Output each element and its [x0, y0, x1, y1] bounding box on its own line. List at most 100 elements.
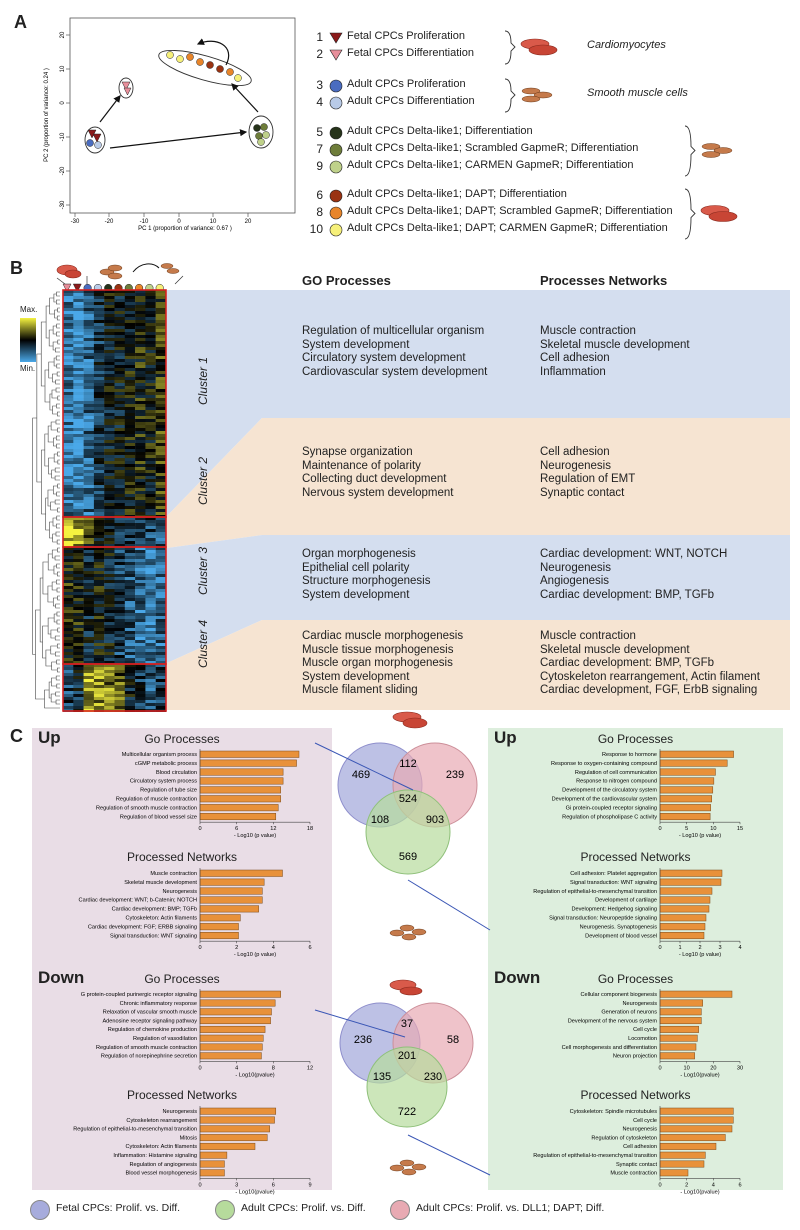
bar-label: Muscle contraction — [150, 871, 197, 877]
legend-number: 8 — [316, 205, 323, 219]
network-term: Cardiac development, FGF, ErbB signaling — [540, 684, 758, 697]
go-term: Collecting duct development — [302, 473, 447, 486]
venn-up-ac: 108 — [371, 814, 389, 826]
venn-up-a-only: 469 — [352, 769, 370, 781]
bar-label: Mitosis — [180, 1135, 198, 1141]
bar — [199, 1142, 256, 1150]
direction-label: Down — [494, 968, 541, 987]
bar — [199, 1134, 268, 1142]
tick-label: 12 — [307, 1065, 313, 1071]
tick-label: 4 — [235, 1065, 238, 1071]
venn-down-bc: 230 — [424, 1071, 442, 1083]
bar-label: Cell cycle — [633, 1027, 657, 1033]
pca-y-tick-label: -20 — [60, 166, 66, 175]
venn-up-bc: 903 — [426, 814, 444, 826]
go-term: Muscle filament sliding — [302, 684, 418, 697]
bar-label: Regulation of smooth muscle contraction — [96, 1045, 197, 1051]
cluster-3-band — [167, 535, 790, 663]
bar — [659, 896, 711, 904]
network-term: Synaptic contact — [540, 486, 625, 499]
go-term: Cardiovascular system development — [302, 365, 488, 378]
bar-label: G protein-coupled purinergic receptor si… — [81, 992, 197, 998]
venn-up: 469 112 239 524 108 903 569 — [337, 711, 478, 941]
bar-label: Regulation of muscle contraction — [116, 797, 197, 803]
bar — [659, 914, 707, 922]
pca-points — [86, 51, 270, 149]
pca-point-1b — [92, 133, 102, 143]
legend-cell-type: Cardiomyocytes — [587, 39, 666, 51]
bar-label: Cardiac development: BMP; TGFb — [112, 907, 197, 913]
go-term: Epithelial cell polarity — [302, 561, 410, 574]
bar — [659, 869, 723, 877]
go-term: Circulatory system development — [302, 352, 466, 365]
legend-number: 4 — [316, 95, 323, 109]
tick-label: 6 — [738, 1182, 741, 1188]
legend-marker-circle — [329, 223, 343, 237]
tick-label: 0 — [658, 1182, 661, 1188]
tick-label: 8 — [272, 1065, 275, 1071]
bar — [199, 786, 281, 794]
tick-label: 5 — [685, 826, 688, 832]
bar-label: Inflammation: Histamine signaling — [113, 1153, 197, 1159]
bar — [659, 1034, 698, 1042]
bar-label: Response to hormone — [602, 752, 657, 758]
network-term: Muscle contraction — [540, 630, 636, 642]
bar — [199, 869, 283, 877]
heatmap-column-marker — [62, 283, 72, 293]
legend-swatch — [390, 1200, 410, 1220]
legend-label: Fetal CPCs: Prolif. vs. Diff. — [56, 1202, 181, 1214]
cluster-name: Cluster 3 — [196, 546, 210, 595]
venn-up-c-only: 569 — [399, 851, 417, 863]
pca-arrow-carmen — [196, 38, 230, 66]
bar-label: Development of the nervous system — [568, 1018, 658, 1024]
legend-marker-triangle — [329, 32, 343, 44]
tick-label: 6 — [308, 945, 311, 951]
pca-x-tick-label: 10 — [210, 219, 217, 225]
venn-down-adult — [366, 1046, 448, 1128]
venn-up-ab: 112 — [399, 758, 417, 770]
bar — [659, 1151, 706, 1159]
legend-number: 3 — [316, 78, 323, 92]
bar — [659, 1043, 697, 1051]
legend-swatch — [215, 1200, 235, 1220]
bar-label: Regulation of chemokine production — [108, 1027, 197, 1033]
bar-label: Regulation of angiogenesis — [130, 1162, 198, 1168]
bar — [199, 990, 281, 998]
tick-label: 4 — [272, 945, 275, 951]
pca-ellipse-fetal-diff — [118, 77, 134, 99]
bar — [659, 1125, 733, 1133]
bar — [199, 1169, 225, 1177]
bar-label: Cytoskeleton: Actin filaments — [125, 916, 197, 922]
bar — [199, 896, 263, 904]
legend-label: Adult CPCs Delta-like1; Differentiation — [347, 125, 533, 137]
bar — [199, 1052, 262, 1060]
cluster-2-band — [167, 418, 790, 548]
go-term: Structure morphogenesis — [302, 575, 431, 588]
bar — [199, 1160, 225, 1168]
legend-bracket — [685, 188, 738, 240]
bar-label: Cytoskeleton: Spindle microtubules — [570, 1109, 658, 1115]
pca-point-4 — [94, 141, 102, 149]
pca-y-tick-label: 0 — [60, 101, 66, 105]
bar-label: Regulation of cell communication — [575, 770, 657, 776]
legend-label: Adult CPCs Delta-like1; DAPT; CARMEN Gap… — [347, 222, 668, 234]
network-term: Angiogenesis — [540, 575, 610, 588]
venn-down-a-only: 236 — [354, 1034, 372, 1046]
legend-label: Adult CPCs: Prolif. vs. DLL1; DAPT; Diff… — [416, 1202, 605, 1214]
bar-label: Cell adhesion: Platelet aggregation — [570, 871, 657, 877]
tick-label: 0 — [658, 1065, 661, 1071]
tick-label: 12 — [270, 826, 276, 832]
network-term: Muscle contraction — [540, 325, 636, 337]
bar-label: Signal transduction: WNT signaling — [110, 933, 197, 939]
bar — [659, 795, 712, 803]
bar-label: Generation of neurons — [601, 1010, 657, 1016]
network-term: Neurogenesis — [540, 561, 611, 574]
bar — [199, 1043, 263, 1051]
bar-label: Circulatory system process — [130, 779, 197, 785]
legend-label: Adult CPCs Delta-like1; DAPT; Scrambled … — [347, 205, 673, 217]
